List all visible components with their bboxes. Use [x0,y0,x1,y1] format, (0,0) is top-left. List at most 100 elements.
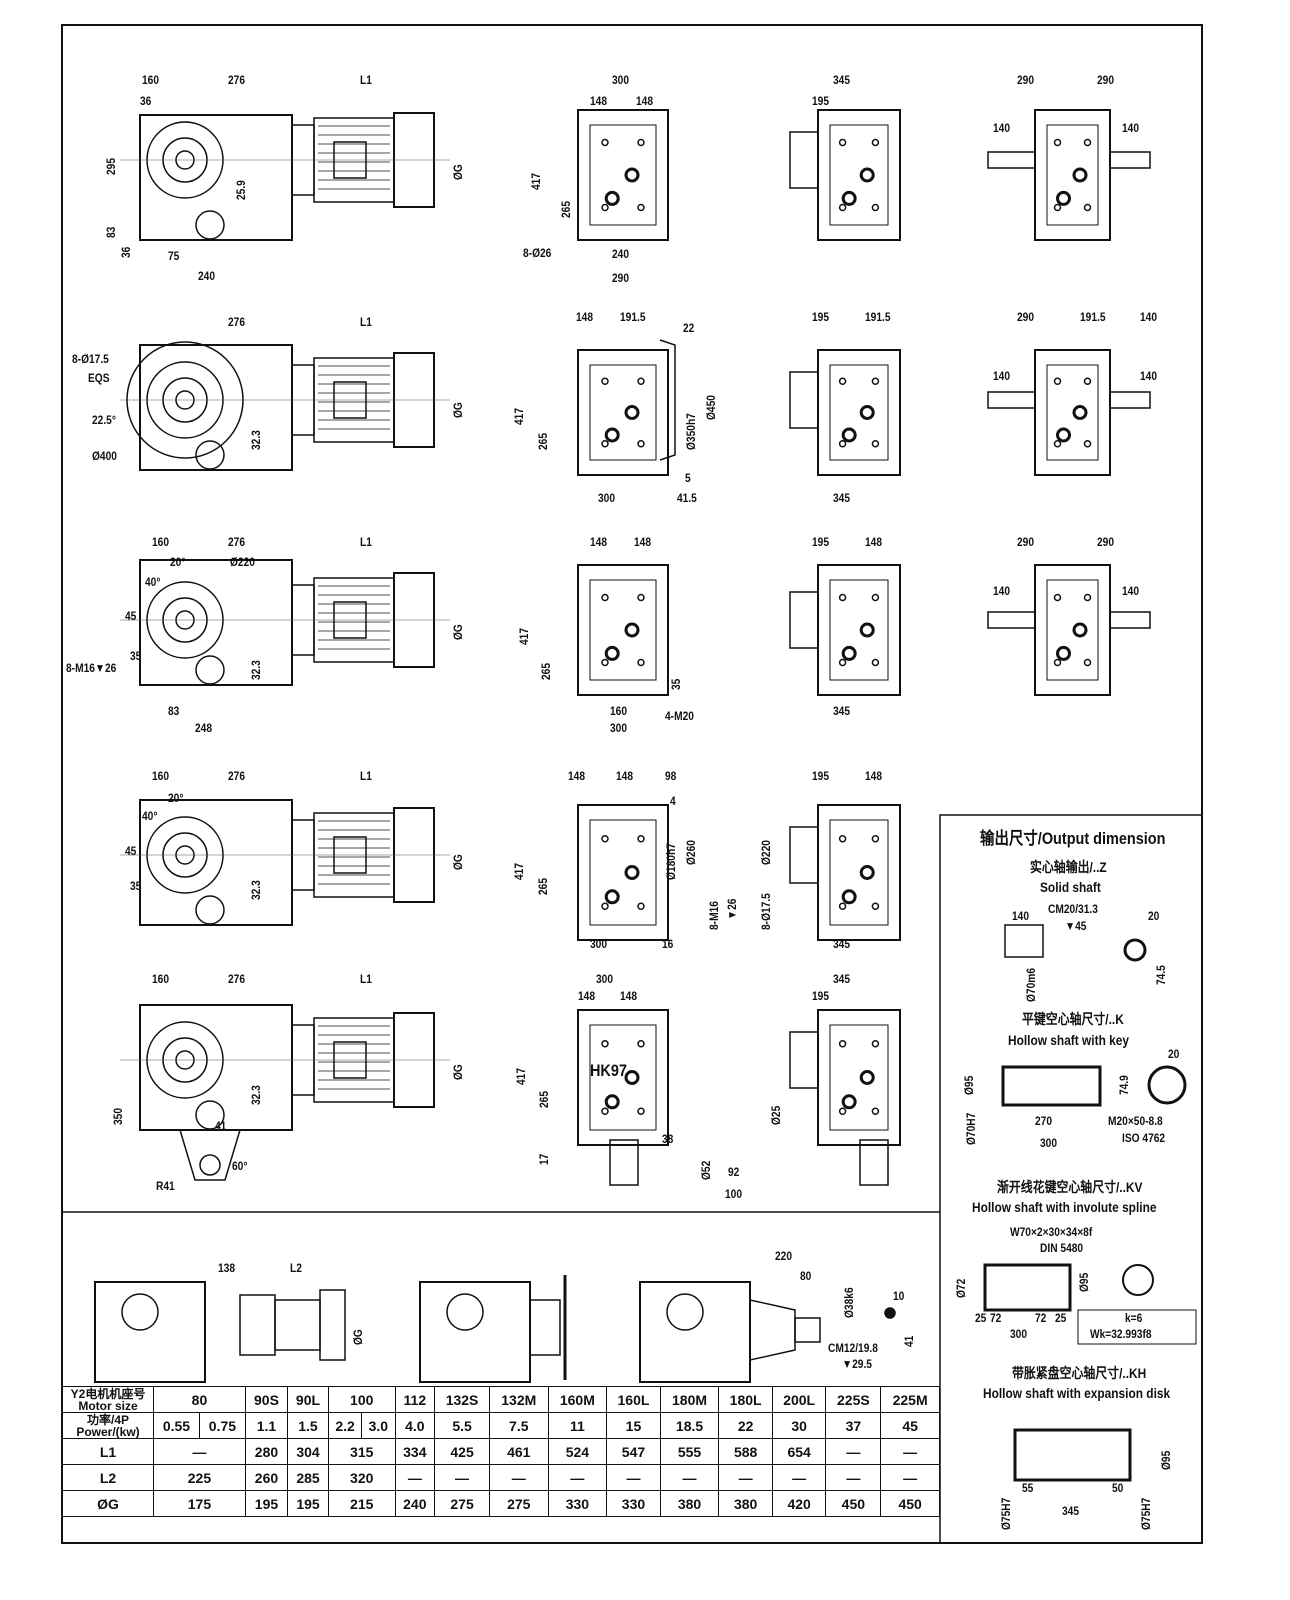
shaft-section [1123,938,1147,962]
cell: 4.0 [394,1412,436,1439]
hollow-shaft-key [1001,1065,1102,1107]
dimension-label: 20° [168,791,184,805]
shaft-hole [624,865,640,880]
inspection-cover [195,895,225,925]
bolt [1083,658,1092,667]
cell: 285 [287,1464,329,1491]
cell: 1.5 [287,1412,329,1439]
cell: 304 [287,1438,329,1465]
dimension-label: 72 [990,1311,1002,1325]
dimension-label: Ø38k6 [842,1287,856,1318]
shaft-hole [1072,167,1088,183]
bolt [871,902,880,910]
dimension-label: 290 [612,271,630,285]
dimension-label: 41 [215,1119,227,1133]
dimension-label: Ø75H7 [1139,1497,1153,1530]
cell: 524 [547,1438,608,1465]
cell: — [880,1438,940,1465]
cell: 225 [153,1464,246,1491]
dimension-label: 75 [168,249,180,263]
dimension-label: 35 [669,678,683,690]
dimension-label: 渐开线花键空心轴尺寸/..KV [997,1179,1143,1195]
dimension-label: 60° [232,1159,248,1173]
cell: — [659,1464,720,1491]
cell: 425 [434,1438,490,1465]
bolt [1083,440,1092,448]
dimension-label: 160 [152,535,170,549]
shaft-hole [841,1094,857,1110]
dimension-label: W70×2×30×34×8f [1010,1225,1093,1239]
flange-profile [659,339,676,461]
dimension-label: 20° [170,555,186,569]
output-shaft [1109,151,1151,169]
housing-face [829,124,889,226]
cell: 30 [771,1412,827,1439]
output-shaft [987,391,1036,409]
dimension-label: 195 [812,310,830,324]
dimension-label: 300 [1040,1136,1058,1150]
shaft-hole [604,190,620,206]
cell: 1.1 [244,1412,289,1439]
cell: — [825,1438,882,1465]
dimension-label: L2 [290,1261,302,1275]
dimension-label: 55 [1022,1481,1034,1495]
shaft-stub [789,826,819,884]
dimension-label: 74.5 [1154,965,1168,985]
dimension-label: 140 [993,121,1011,135]
cell: 7.5 [488,1412,549,1439]
bolt [601,902,609,910]
bolt [1053,658,1062,667]
dimension-label: Ø260 [684,840,698,865]
bolt [601,835,609,843]
dimension-label: 148 [576,310,594,324]
dimension-label: 290 [1017,73,1035,87]
fan-small [319,1289,346,1361]
bolt [637,835,645,843]
housing-face [829,364,889,461]
dimension-label: 16 [662,937,674,951]
dimension-label: 25 [1055,1311,1067,1325]
dimension-label: 276 [228,972,246,986]
dimension-label: Ø52 [699,1160,713,1180]
bolt [1053,440,1062,448]
dimension-label: 148 [578,989,596,1003]
mounting-flange [126,341,244,459]
dimension-label: ▼45 [1065,919,1087,933]
bolt [601,658,609,667]
bolt [601,377,609,385]
bolt [601,440,609,448]
cell: 547 [606,1438,661,1465]
header-og: ØG [62,1490,154,1517]
inspection-cover [195,655,225,685]
housing-face [589,819,657,926]
bolt [871,593,880,602]
bolt [637,138,645,147]
shaft-hole [624,1070,640,1085]
dimension-label: 83 [168,704,180,718]
dimension-label: EQS [88,371,110,385]
cell: 275 [434,1490,490,1517]
housing-face [589,124,657,226]
cell: 330 [547,1490,608,1517]
dimension-label: ISO 4762 [1122,1131,1166,1145]
bolt [871,1040,880,1048]
dimension-label: R41 [156,1179,175,1193]
dimension-label: 160 [152,769,170,783]
input-shaft [794,1317,821,1343]
dimension-label: 417 [529,172,543,190]
housing-front [577,349,669,476]
dimension-label: 191.5 [865,310,891,324]
dimension-label: 4-M20 [665,709,694,723]
dimension-label: L1 [360,535,372,549]
dimension-label: CM20/31.3 [1048,902,1098,916]
shaft-hole [604,1094,620,1110]
cell: — [547,1464,608,1491]
dimension-label: 8-Ø17.5 [72,352,109,366]
bolt [871,835,880,843]
cell: 320 [327,1464,396,1491]
bolt [838,440,847,448]
bolt [637,377,645,385]
gear-housing [139,1004,293,1131]
